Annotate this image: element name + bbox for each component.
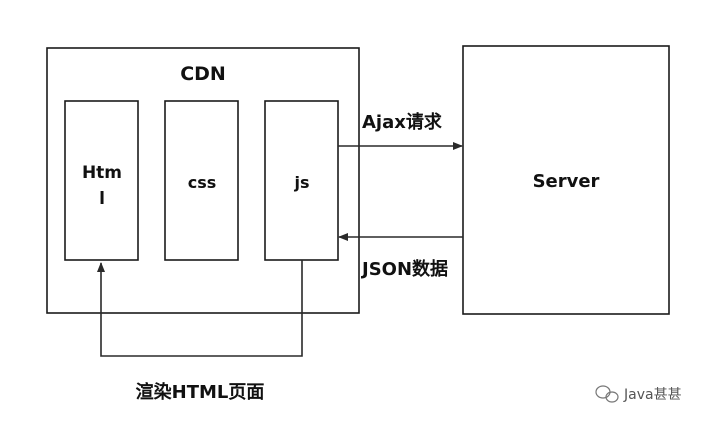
html-file-box xyxy=(64,100,139,261)
server-label: Server xyxy=(533,171,600,192)
js-file-box xyxy=(264,100,339,261)
js-file-label: js xyxy=(293,173,309,192)
server-box xyxy=(462,45,670,315)
css-file-label: css xyxy=(188,173,217,192)
html-file-label-line2: l xyxy=(99,189,105,209)
ajax-request-label: Ajax请求 xyxy=(362,111,443,133)
wechat-icon xyxy=(595,385,619,403)
css-file-box xyxy=(164,100,239,261)
watermark-text: Java甚甚 xyxy=(623,387,682,403)
render-html-arrow xyxy=(97,260,303,357)
json-data-label: JSON数据 xyxy=(360,258,448,280)
html-file-label-line1: Htm xyxy=(82,163,122,183)
cdn-title: CDN xyxy=(180,63,226,85)
render-html-label: 渲染HTML页面 xyxy=(136,381,265,403)
